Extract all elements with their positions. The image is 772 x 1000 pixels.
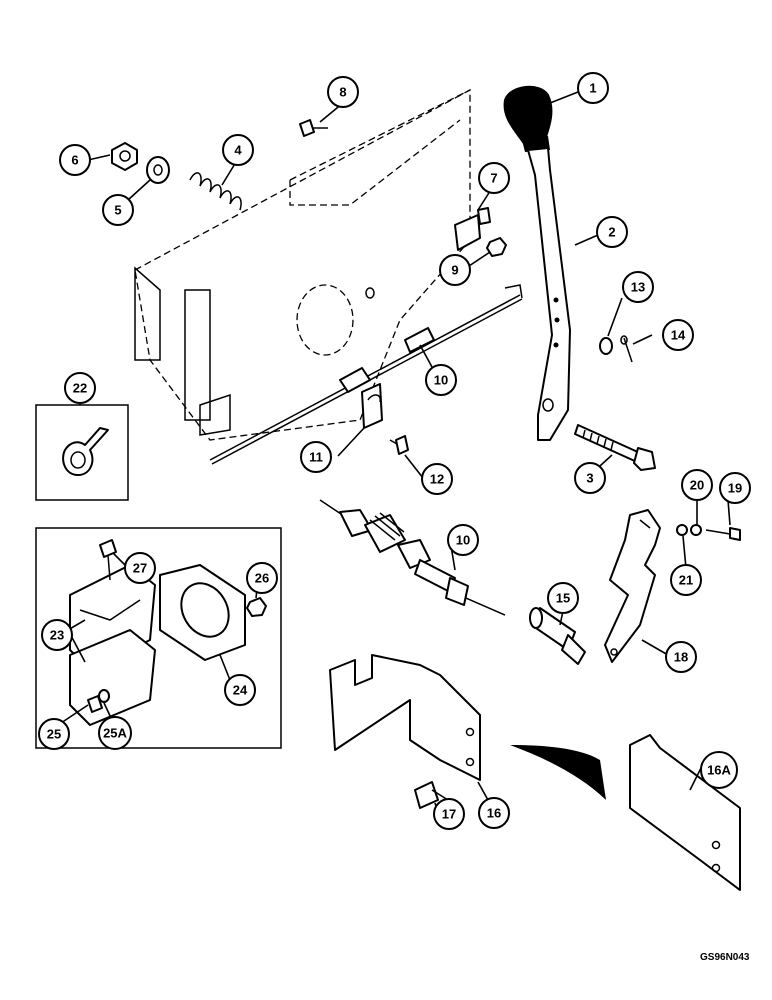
callout-10-upper: 10 [425, 364, 457, 396]
callout-25: 25 [38, 718, 70, 750]
lock-washer [690, 524, 702, 536]
callout-25a-label: 25A [103, 726, 127, 741]
gasket-plate [159, 564, 246, 661]
callout-11-label: 11 [309, 450, 323, 465]
callout-14-label: 14 [671, 328, 686, 343]
callout-10-upper-label: 10 [434, 373, 448, 388]
callout-16-label: 16 [487, 806, 501, 821]
cover-nut [246, 597, 267, 617]
callout-16a-label: 16A [707, 763, 731, 778]
callout-23-label: 23 [50, 628, 64, 643]
callout-17: 17 [433, 798, 465, 830]
callout-25a: 25A [98, 716, 132, 750]
callout-5: 5 [102, 194, 134, 226]
callout-10-lower: 10 [447, 524, 479, 556]
callout-6-label: 6 [71, 153, 78, 168]
callout-9: 9 [439, 254, 471, 286]
callout-11: 11 [300, 441, 332, 473]
callout-2: 2 [596, 216, 628, 248]
control-cable-lower [319, 499, 506, 616]
callout-20-label: 20 [690, 478, 704, 493]
callout-2-label: 2 [608, 225, 615, 240]
cable-end-fitting [529, 607, 586, 665]
bracket-nut [454, 207, 491, 251]
callout-20: 20 [681, 469, 713, 501]
callout-15-label: 15 [556, 591, 570, 606]
mounting-bracket [329, 654, 481, 781]
bracket-detail-view [629, 734, 741, 891]
callout-19-label: 19 [728, 481, 742, 496]
short-bolt [299, 119, 328, 137]
callout-21: 21 [670, 564, 702, 596]
callout-7-label: 7 [490, 171, 497, 186]
control-cable-upper [209, 284, 523, 465]
callout-8-label: 8 [339, 85, 346, 100]
lever-knob [503, 85, 553, 152]
spring [189, 172, 242, 211]
callout-16a: 16A [700, 751, 738, 789]
bracket-bolt [414, 781, 449, 809]
callout-5-label: 5 [114, 203, 121, 218]
detail-arrow [510, 745, 606, 800]
leader-lines [57, 91, 731, 821]
callout-1: 1 [577, 72, 609, 104]
callout-19: 19 [719, 472, 751, 504]
callout-13-label: 13 [631, 280, 645, 295]
callout-15: 15 [547, 582, 579, 614]
drawing-code: GS96N043 [700, 952, 750, 963]
callout-17-label: 17 [442, 807, 456, 822]
callout-22-label: 22 [73, 381, 87, 396]
callout-24-label: 24 [233, 683, 248, 698]
frame-plate [134, 88, 471, 441]
lever-plate [604, 509, 661, 663]
small-nut [486, 237, 507, 257]
callout-6: 6 [59, 144, 91, 176]
callout-24: 24 [224, 674, 256, 706]
flat-washer [676, 524, 688, 536]
callout-26: 26 [246, 562, 278, 594]
callout-12: 12 [421, 463, 453, 495]
callout-4: 4 [222, 134, 254, 166]
adjust-screw [705, 527, 741, 541]
callout-21-label: 21 [679, 573, 693, 588]
callout-14: 14 [662, 319, 694, 351]
cable-clamp [361, 383, 383, 429]
callout-7: 7 [478, 162, 510, 194]
p-clamp [62, 427, 109, 476]
clamp-screw [389, 435, 409, 455]
callout-27: 27 [124, 552, 156, 584]
callout-23: 23 [41, 619, 73, 651]
callout-18-label: 18 [674, 650, 688, 665]
cover-bolt-top [99, 539, 117, 581]
callout-18: 18 [665, 641, 697, 673]
small-washer [599, 337, 613, 355]
callout-12-label: 12 [430, 472, 444, 487]
callout-16: 16 [478, 797, 510, 829]
callout-9-label: 9 [451, 263, 458, 278]
callout-4-label: 4 [234, 143, 242, 158]
washer [146, 156, 170, 184]
callout-3-label: 3 [586, 471, 593, 486]
callout-10-lower-label: 10 [456, 533, 470, 548]
cover-bolt-bottom [87, 695, 103, 713]
long-bolt [574, 424, 656, 471]
hex-nut [111, 142, 138, 171]
detail-box-clamp [35, 404, 129, 501]
cover-lock-washer [98, 689, 110, 703]
callout-3: 3 [574, 462, 606, 494]
callout-1-label: 1 [589, 81, 596, 96]
callout-22: 22 [64, 372, 96, 404]
cotter-pin [620, 335, 633, 363]
callout-26-label: 26 [255, 571, 269, 586]
lever-arm [527, 147, 571, 441]
callout-27-label: 27 [133, 561, 147, 576]
detail-box-cover [35, 527, 282, 749]
callout-25-label: 25 [47, 727, 61, 742]
callout-13: 13 [622, 271, 654, 303]
callout-8: 8 [327, 76, 359, 108]
